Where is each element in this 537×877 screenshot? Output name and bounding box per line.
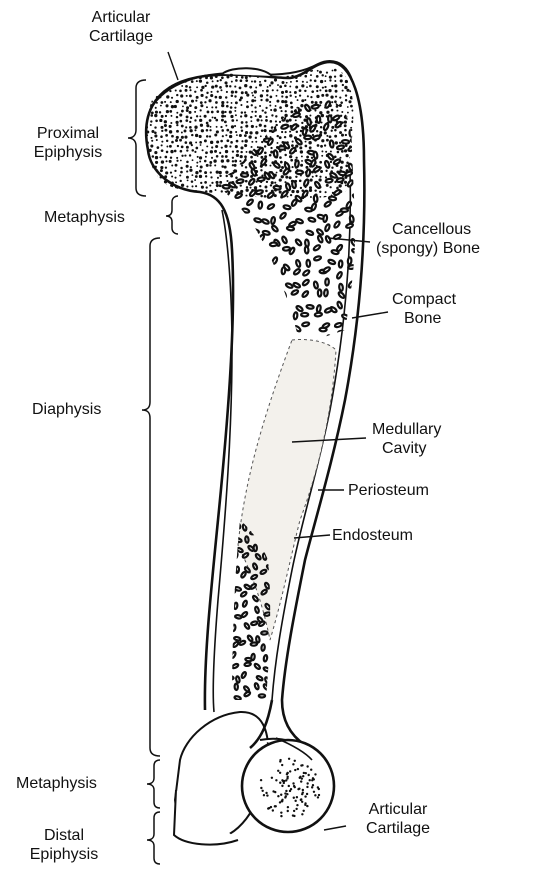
label-line: Cancellous	[376, 220, 526, 239]
label-line: Bone	[392, 309, 456, 328]
label-line: Cartilage	[346, 819, 450, 838]
bracket-metaphysis-bottom	[147, 760, 160, 808]
label-line: Compact	[392, 290, 456, 309]
label-medullary-cavity: Medullary Cavity	[372, 420, 441, 458]
label-diaphysis: Diaphysis	[32, 400, 101, 419]
label-periosteum: Periosteum	[348, 481, 429, 500]
label-distal-epiphysis: Distal Epiphysis	[14, 826, 114, 864]
label-line: Epiphysis	[18, 143, 118, 162]
brackets	[128, 80, 178, 864]
bracket-diaphysis	[142, 238, 160, 756]
label-articular-cartilage-top: Articular Cartilage	[68, 8, 174, 46]
label-line: Distal	[14, 826, 114, 845]
label-articular-cartilage-bottom: Articular Cartilage	[346, 800, 450, 838]
label-line: Metaphysis	[44, 209, 125, 226]
label-line: Medullary	[372, 420, 441, 439]
label-line: Articular	[346, 800, 450, 819]
leader-articular-cartilage-bottom	[324, 826, 346, 830]
label-compact-bone: Compact Bone	[392, 290, 456, 328]
label-line: Endosteum	[332, 527, 413, 544]
label-metaphysis-bottom: Metaphysis	[16, 774, 97, 793]
label-line: (spongy) Bone	[376, 239, 526, 258]
label-proximal-epiphysis: Proximal Epiphysis	[18, 124, 118, 162]
label-metaphysis-top: Metaphysis	[44, 208, 125, 227]
bracket-proximal-epiphysis	[128, 80, 146, 196]
label-endosteum: Endosteum	[332, 526, 413, 545]
label-line: Periosteum	[348, 482, 429, 499]
label-line: Cavity	[372, 439, 441, 458]
bracket-distal-epiphysis	[147, 812, 160, 864]
label-line: Epiphysis	[14, 845, 114, 864]
label-cancellous-bone: Cancellous (spongy) Bone	[376, 220, 526, 258]
label-line: Cartilage	[68, 27, 174, 46]
label-line: Metaphysis	[16, 775, 97, 792]
label-line: Proximal	[18, 124, 118, 143]
leader-articular-cartilage-top	[168, 52, 178, 80]
label-line: Diaphysis	[32, 401, 101, 418]
bracket-metaphysis-top	[166, 196, 178, 234]
label-line: Articular	[68, 8, 174, 27]
